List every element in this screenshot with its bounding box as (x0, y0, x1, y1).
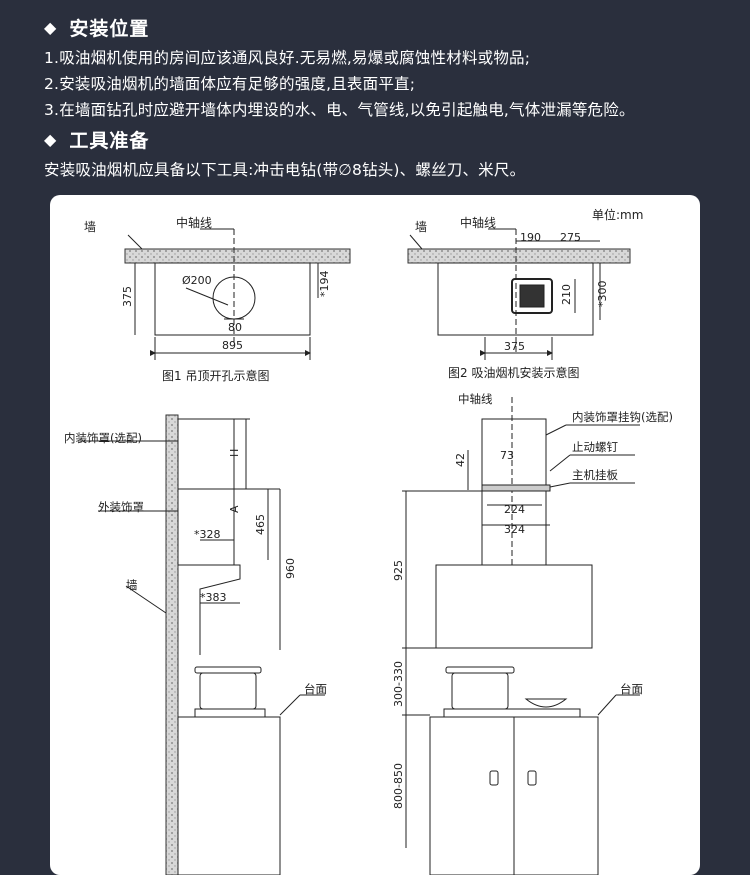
fig2-bracket (511, 278, 553, 314)
side-H-label: H (228, 449, 241, 457)
front-stove (443, 708, 581, 718)
fig2-bracket-center (519, 284, 545, 308)
front-hook-label: 内装饰罩挂钩(选配) (572, 410, 673, 424)
fig1-ceiling-hole (124, 228, 351, 360)
fig1-height-label: 375 (121, 286, 134, 307)
front-wok (524, 698, 568, 708)
side-wall (165, 414, 179, 875)
side-465-label: 465 (254, 514, 267, 535)
side-A-label: A (228, 505, 241, 513)
fig1-axis-label: 中轴线 (176, 215, 212, 230)
diamond-icon: ◆ (44, 130, 58, 149)
fig2-ceiling (407, 248, 631, 264)
side-counter-label: 台面 (304, 682, 327, 696)
fig2-210-label: 210 (560, 284, 573, 305)
side-outer-label: 外装饰罩 (98, 500, 144, 514)
unit-label: 单位:mm (592, 207, 643, 222)
front-handle-right (527, 770, 537, 786)
side-383-label: *383 (200, 591, 227, 604)
front-pot (451, 672, 509, 710)
diamond-icon: ◆ (44, 18, 58, 37)
front-plate (481, 484, 551, 492)
install-item-3: 3.在墙面钻孔时应避开墙体内埋设的水、电、气管线,以免引起触电,气体泄漏等危险。 (44, 101, 635, 119)
front-hood-body (435, 564, 593, 649)
side-960-label: 960 (284, 558, 297, 579)
fig2-190-label: 190 (520, 231, 541, 244)
fig1-wall-label: 墙 (84, 220, 96, 234)
front-224-label: 224 (504, 503, 525, 516)
installation-diagram: 单位:mm 墙 中轴线 Ø200 895 375 *194 80 图1 吊顶开孔… (64, 207, 673, 875)
tools-text: 安装吸油烟机应具备以下工具:冲击电钻(带∅8钻头)、螺丝刀、米尺。 (44, 161, 526, 179)
side-pot (199, 672, 257, 710)
fig2-hood-outline (437, 262, 594, 336)
front-925-label: 925 (392, 560, 405, 581)
side-cabinet (177, 716, 281, 875)
side-outer-cover (177, 488, 235, 566)
fig1-80-label: 80 (228, 321, 242, 334)
side-inner-label: 内装饰罩(选配) (64, 431, 142, 445)
front-axis-label: 中轴线 (458, 392, 493, 406)
fig2-mount (407, 228, 631, 360)
side-328-label: *328 (194, 528, 221, 541)
front-300-330-label: 300-330 (392, 661, 405, 707)
fig2-wall-label: 墙 (415, 220, 427, 234)
fig2-caption: 图2 吸油烟机安装示意图 (448, 365, 579, 380)
front-inner-cover (481, 418, 547, 490)
front-handle-left (489, 770, 499, 786)
side-wall-label: 墙 (126, 578, 138, 592)
fig1-caption: 图1 吊顶开孔示意图 (162, 368, 269, 383)
fig1-ceiling (124, 248, 351, 264)
side-stove (194, 708, 266, 718)
side-inner-cover (177, 418, 235, 490)
fig2-375-label: 375 (504, 340, 525, 353)
fig2-axis-label: 中轴线 (460, 215, 496, 230)
front-counter-label: 台面 (620, 682, 643, 696)
fig1-hole-label: Ø200 (182, 274, 212, 287)
fig2-300-label: *300 (596, 281, 609, 308)
fig1-offset-label: *194 (318, 271, 331, 298)
front-800-850-label: 800-850 (392, 763, 405, 809)
section-install-title: 安装位置 (69, 18, 150, 40)
fig1-wall-leader (127, 234, 143, 250)
install-item-1: 1.吸油烟机使用的房间应该通风良好.无易燃,易爆或腐蚀性材料或物品; (44, 49, 531, 67)
front-plate-label: 主机挂板 (572, 468, 618, 482)
fig2-275-label: 275 (560, 231, 581, 244)
section-tools-heading: ◆ 工具准备 (44, 126, 149, 153)
section-install-heading: ◆ 安装位置 (44, 14, 149, 41)
fig1-width-label: 895 (222, 339, 243, 352)
side-hood-body (178, 564, 241, 655)
front-view (402, 397, 640, 875)
fig1-hood-outline (154, 262, 311, 336)
front-324-label: 324 (504, 523, 525, 536)
front-73-label: 73 (500, 449, 514, 462)
section-tools-title: 工具准备 (69, 130, 150, 152)
front-screw-label: 止动螺钉 (572, 440, 618, 454)
diagram-panel: 单位:mm 墙 中轴线 Ø200 895 375 *194 80 图1 吊顶开孔… (50, 195, 700, 875)
install-item-2: 2.安装吸油烟机的墙面体应有足够的强度,且表面平直; (44, 75, 416, 93)
side-view (80, 414, 325, 875)
front-42-label: 42 (454, 453, 467, 467)
